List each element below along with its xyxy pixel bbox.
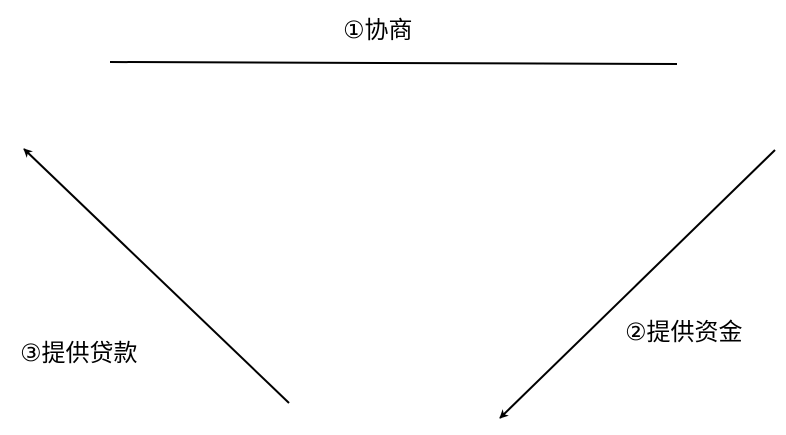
negotiate-label: ①协商 xyxy=(343,16,413,44)
provide-funds-label: ②提供资金 xyxy=(625,318,743,346)
negotiate-line xyxy=(109,61,678,65)
provide-loan-arrow xyxy=(23,148,290,404)
provide-loan-label: ③提供贷款 xyxy=(20,339,138,367)
provide-funds-arrow xyxy=(499,149,776,419)
